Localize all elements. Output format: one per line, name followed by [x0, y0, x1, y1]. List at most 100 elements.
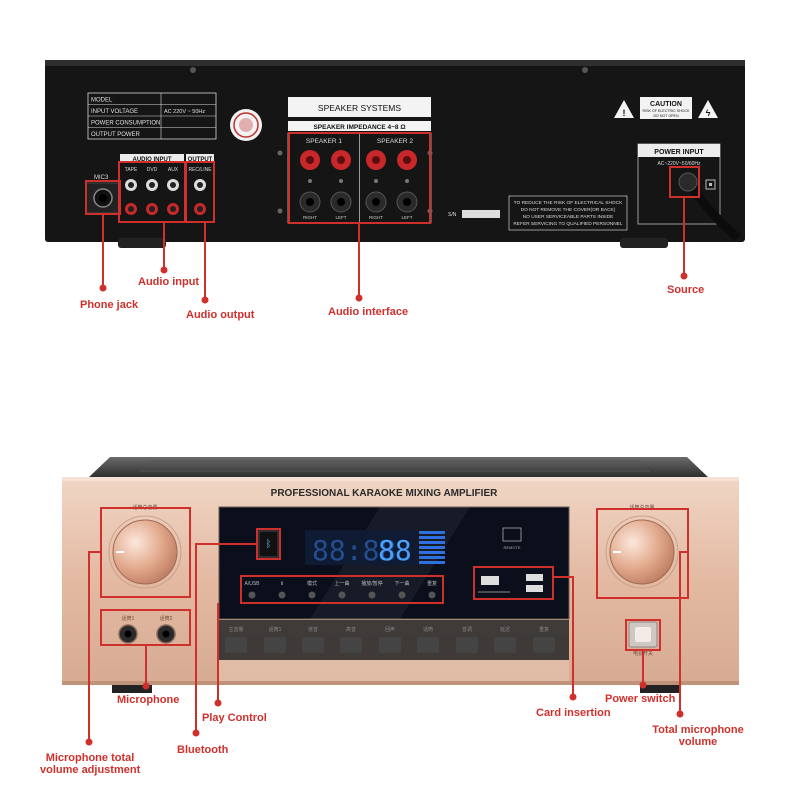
svg-text:!: !: [623, 108, 626, 118]
slider-knob[interactable]: [340, 637, 362, 653]
previous-track-button[interactable]: [338, 591, 346, 599]
front-foot: [640, 685, 680, 693]
front-leader-lines: [88, 543, 688, 742]
warning-triangle-icon: [614, 100, 634, 118]
next-track-button[interactable]: [398, 591, 406, 599]
channel-dvd-label: DVD: [147, 167, 158, 173]
spec-voltage-label: INPUT VOLTAGE: [91, 109, 138, 115]
speaker-systems-label: SPEAKER SYSTEMS: [318, 103, 401, 113]
remote-sensor-icon: [502, 527, 522, 542]
warning-block: TO REDUCE THE RISK OF ELECTRICAL SHOCK D…: [508, 195, 628, 231]
front-panel: PROFESSIONAL KARAOKE MIXING AMPLIFIER 话筒…: [62, 457, 739, 693]
slider-knob[interactable]: [494, 637, 516, 653]
knob-scale-ring: [108, 515, 182, 589]
power-cord-grommet: [678, 172, 698, 192]
leader-dot-icon: [99, 266, 688, 304]
svg-text:ϟ: ϟ: [706, 108, 711, 118]
screw-icon: [582, 67, 588, 73]
svg-text:重复: 重复: [539, 626, 549, 633]
callout-audio-output: Audio output: [186, 309, 255, 321]
callout-microphone: Microphone: [117, 694, 180, 706]
callout-mic-total-volume: Microphone total volume adjustment: [40, 752, 140, 776]
svg-text:低音: 低音: [308, 626, 318, 633]
warning-line: DO NOT REMOVE THE COVER(OR BACK): [521, 207, 616, 213]
callout-card-insertion: Card insertion: [536, 707, 611, 719]
button-label: 播放/暂停: [361, 580, 382, 587]
front-panel-title: PROFESSIONAL KARAOKE MIXING AMPLIFIER: [271, 488, 498, 499]
terminal-left-label: LEFT: [401, 215, 412, 220]
caution-line: RISK OF ELECTRIC SHOCK: [643, 109, 691, 113]
rear-panel: MODEL INPUT VOLTAGE POWER CONSUMPTION OU…: [45, 60, 745, 248]
power-input-title: POWER INPUT: [654, 149, 704, 156]
mic-total-volume-knob[interactable]: [112, 519, 178, 585]
usb-mode-button[interactable]: [248, 591, 256, 599]
speaker-impedance-label: SPEAKER IMPEDANCE 4~8 Ω: [313, 124, 405, 131]
button-label: 上一曲: [334, 580, 349, 587]
usb-port-2[interactable]: [526, 585, 543, 592]
svg-text:话筒1: 话筒1: [122, 615, 135, 622]
svg-text:话筒: 话筒: [423, 626, 433, 633]
play-pause-button[interactable]: [368, 591, 376, 599]
warning-line: TO REDUCE THE RISK OF ELECTRICAL SHOCK: [514, 200, 623, 206]
callout-audio-input: Audio input: [138, 276, 200, 288]
svg-text:音调: 音调: [462, 626, 472, 633]
callout-source: Source: [667, 284, 705, 296]
slider-knob[interactable]: [264, 637, 286, 653]
lcd-display: 88:88 88: [305, 530, 445, 567]
slider-knob[interactable]: [302, 637, 324, 653]
usb-port-1[interactable]: [526, 574, 543, 581]
rca-jack-icon: [125, 179, 179, 215]
spec-output-label: OUTPUT POWER: [91, 132, 141, 138]
rubber-foot: [118, 238, 166, 248]
terminal-right-label: RIGHT: [303, 215, 317, 220]
mic3-label: MIC3: [94, 175, 109, 181]
rear-leader-lines: [102, 197, 685, 300]
screw-icon: [277, 208, 283, 214]
rubber-foot: [620, 238, 668, 248]
card-slots: [478, 574, 543, 593]
button-label: 模式: [307, 580, 317, 587]
callout-total-mic-volume: Total microphone volume: [648, 724, 748, 748]
speaker1-label: SPEAKER 1: [306, 138, 343, 145]
callout-bluetooth: Bluetooth: [177, 744, 229, 756]
caution-line: DO NOT OPEN: [653, 114, 678, 118]
svg-text:话筒总音量: 话筒总音量: [629, 504, 654, 511]
front-foot: [112, 685, 152, 693]
warning-line: REFER SERVICING TO QUALIFIED PERSONNEL: [513, 221, 623, 227]
speaker2-label: SPEAKER 2: [377, 138, 414, 145]
slider-knob[interactable]: [417, 637, 439, 653]
callout-line: volume: [678, 736, 718, 748]
power-input-block: POWER INPUT AC~220V~50/60Hz: [637, 143, 741, 242]
screw-icon: [277, 150, 283, 156]
svg-text:高音: 高音: [346, 626, 356, 633]
audio-input-title: AUDIO INPUT: [133, 157, 172, 163]
warning-line: NO USER SERVICEABLE PARTS INSIDE: [523, 214, 614, 220]
caution-label: ! CAUTION RISK OF ELECTRIC SHOCK DO NOT …: [614, 97, 718, 119]
slider-knob[interactable]: [379, 637, 401, 653]
rca-jack-icon: [194, 179, 206, 215]
spec-model-label: MODEL: [91, 98, 113, 104]
speaker-terminal-icon: [299, 150, 418, 213]
screw-icon: [190, 67, 196, 73]
speaker-systems-plate: [288, 97, 431, 117]
bluetooth-icon: ᛒ: [266, 539, 272, 550]
slider-knob[interactable]: [456, 637, 478, 653]
callout-line: Total microphone: [652, 724, 744, 736]
repeat-button[interactable]: [428, 591, 436, 599]
slider-knob[interactable]: [225, 637, 247, 653]
spec-consumption-label: POWER CONSUMPTION: [91, 121, 160, 127]
remote-label: REMOTE: [503, 545, 520, 550]
total-microphone-volume-knob[interactable]: [609, 519, 675, 585]
rear-chassis: [45, 60, 745, 242]
stop-button[interactable]: [278, 591, 286, 599]
spec-table: MODEL INPUT VOLTAGE POWER CONSUMPTION OU…: [87, 92, 217, 140]
slider-knob[interactable]: [533, 637, 555, 653]
play-control-buttons: A/USB Ⅱ 模式 上一曲 播放/暂停 下一曲 重复: [244, 580, 437, 599]
mode-button[interactable]: [308, 591, 316, 599]
callout-line: volume adjustment: [40, 764, 141, 776]
sd-card-slot[interactable]: [481, 576, 499, 585]
output-title: OUTPUT: [188, 157, 213, 163]
caution-title: CAUTION: [650, 101, 682, 108]
